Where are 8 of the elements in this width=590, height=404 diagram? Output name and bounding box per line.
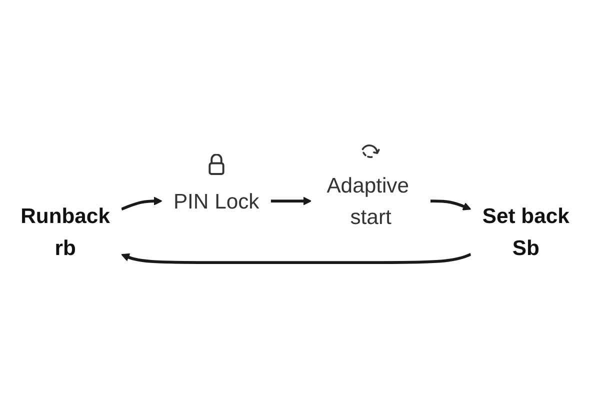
node-text: Adaptive start [326, 173, 410, 229]
arrow [120, 196, 162, 210]
node-text: Set back Sb [482, 204, 570, 260]
node-text: PIN Lock [173, 189, 260, 214]
node-text: Runback rb [20, 204, 110, 260]
arrow [270, 196, 312, 206]
arrow [430, 200, 472, 210]
arrow [121, 252, 472, 264]
